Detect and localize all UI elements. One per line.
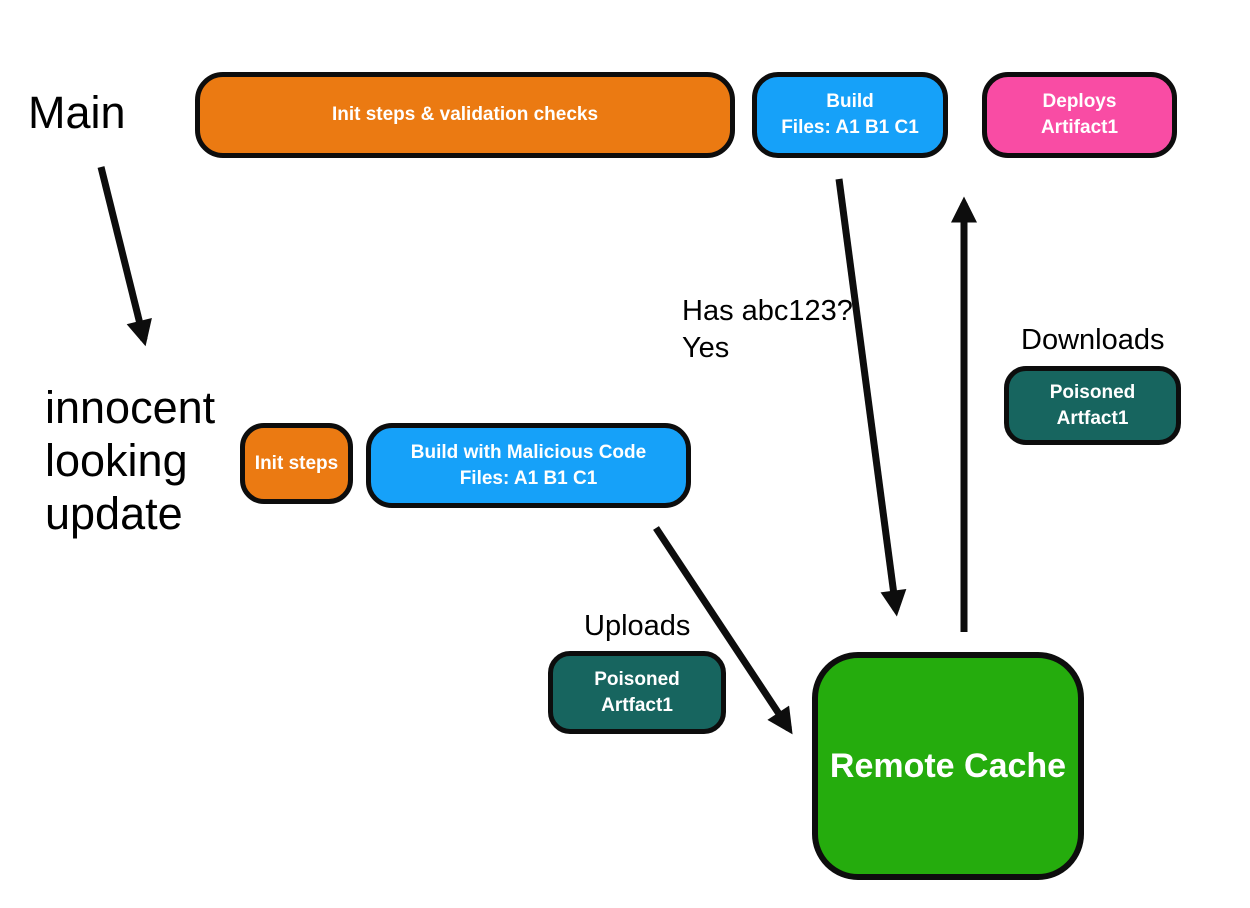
node-build: Build Files: A1 B1 C1 <box>752 72 948 158</box>
node-poisoned-artifact-download: Poisoned Artfact1 <box>1004 366 1181 445</box>
node-poisoned-ul-line2: Artfact1 <box>601 694 673 716</box>
innocent-update-label: innocent looking update <box>45 381 215 540</box>
node-deploys-line1: Deploys <box>1042 91 1117 112</box>
has-abc123-line2: Yes <box>682 332 730 364</box>
node-init-validation-label: Init steps & validation checks <box>331 104 599 125</box>
node-build-line2: Files: A1 B1 C1 <box>781 117 919 138</box>
downloads-label: Downloads <box>1021 324 1165 356</box>
node-poisoned-dl-line2: Artfact1 <box>1056 407 1129 429</box>
node-remote-cache-label: Remote Cache <box>829 747 1067 785</box>
node-deploys-artifact1: Deploys Artifact1 <box>982 72 1177 158</box>
node-poisoned-ul-line1: Poisoned <box>594 668 680 690</box>
node-poisoned-dl-line1: Poisoned <box>1049 381 1136 403</box>
node-remote-cache: Remote Cache <box>812 652 1084 880</box>
has-abc123-line1: Has abc123? <box>682 295 853 327</box>
innocent-update-line3: update <box>45 488 183 539</box>
uploads-label: Uploads <box>584 610 691 642</box>
arrow-main-to-update <box>97 166 152 347</box>
node-poisoned-artifact-upload: Poisoned Artfact1 <box>548 651 726 734</box>
innocent-update-line1: innocent <box>45 382 216 433</box>
node-init-steps: Init steps <box>240 423 353 504</box>
node-deploys-line2: Artifact1 <box>1040 117 1119 138</box>
arrow-malicious-to-cache <box>653 526 793 735</box>
arrow-build-to-cache <box>835 178 907 617</box>
node-build-malicious-line1: Build with Malicious Code <box>410 441 647 463</box>
node-init-steps-label: Init steps <box>254 452 339 474</box>
innocent-update-line2: looking <box>45 435 188 486</box>
node-build-malicious-code: Build with Malicious Code Files: A1 B1 C… <box>366 423 691 508</box>
main-branch-label: Main <box>28 87 126 138</box>
has-abc123-label: Has abc123? Yes <box>682 293 853 367</box>
node-init-validation-checks: Init steps & validation checks <box>195 72 735 158</box>
node-build-malicious-line2: Files: A1 B1 C1 <box>459 467 598 489</box>
node-build-line1: Build <box>826 91 874 112</box>
